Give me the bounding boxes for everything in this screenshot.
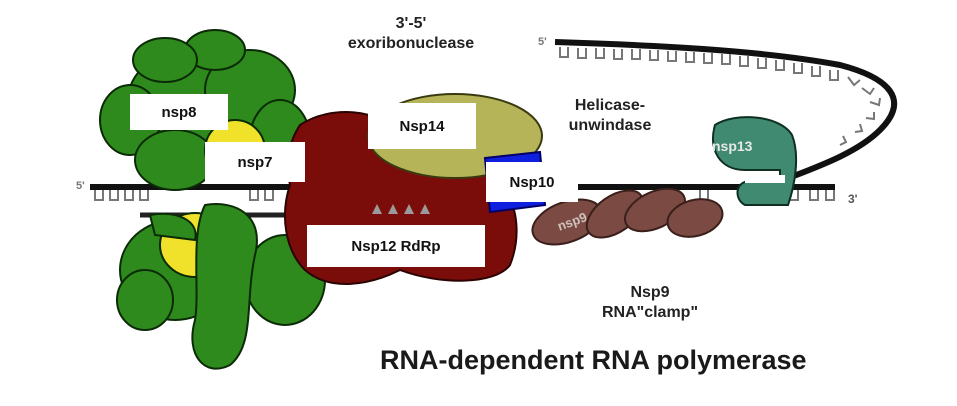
nsp7-label: nsp7 — [205, 142, 305, 182]
nsp10-label: Nsp10 — [486, 162, 578, 202]
nsp13-shape — [712, 116, 798, 206]
nsp8-label: nsp8 — [130, 94, 228, 130]
diagram-title: RNA-dependent RNA polymerase — [380, 345, 807, 375]
rna-strand-curve — [554, 39, 898, 193]
nsp13-inner-label: nsp13 — [712, 138, 753, 154]
nsp8-nsp7-cluster — [99, 29, 326, 370]
nsp9-caption-label: Nsp9 RNA"clamp" — [601, 284, 699, 321]
nsp12-label: Nsp12 RdRp — [307, 225, 485, 267]
nsp13-notch — [745, 175, 785, 183]
exoribonuclease-label: 3'-5' exoribonuclease — [347, 15, 475, 52]
strand-5prime-left: 5' — [76, 180, 85, 192]
strand-3prime-right: 3' — [848, 192, 858, 206]
helicase-label: Helicase- unwindase — [568, 97, 652, 134]
nsp9-chain — [531, 187, 724, 246]
nsp14-label: Nsp14 — [368, 103, 476, 149]
strand-5prime-top: 5' — [538, 36, 547, 48]
